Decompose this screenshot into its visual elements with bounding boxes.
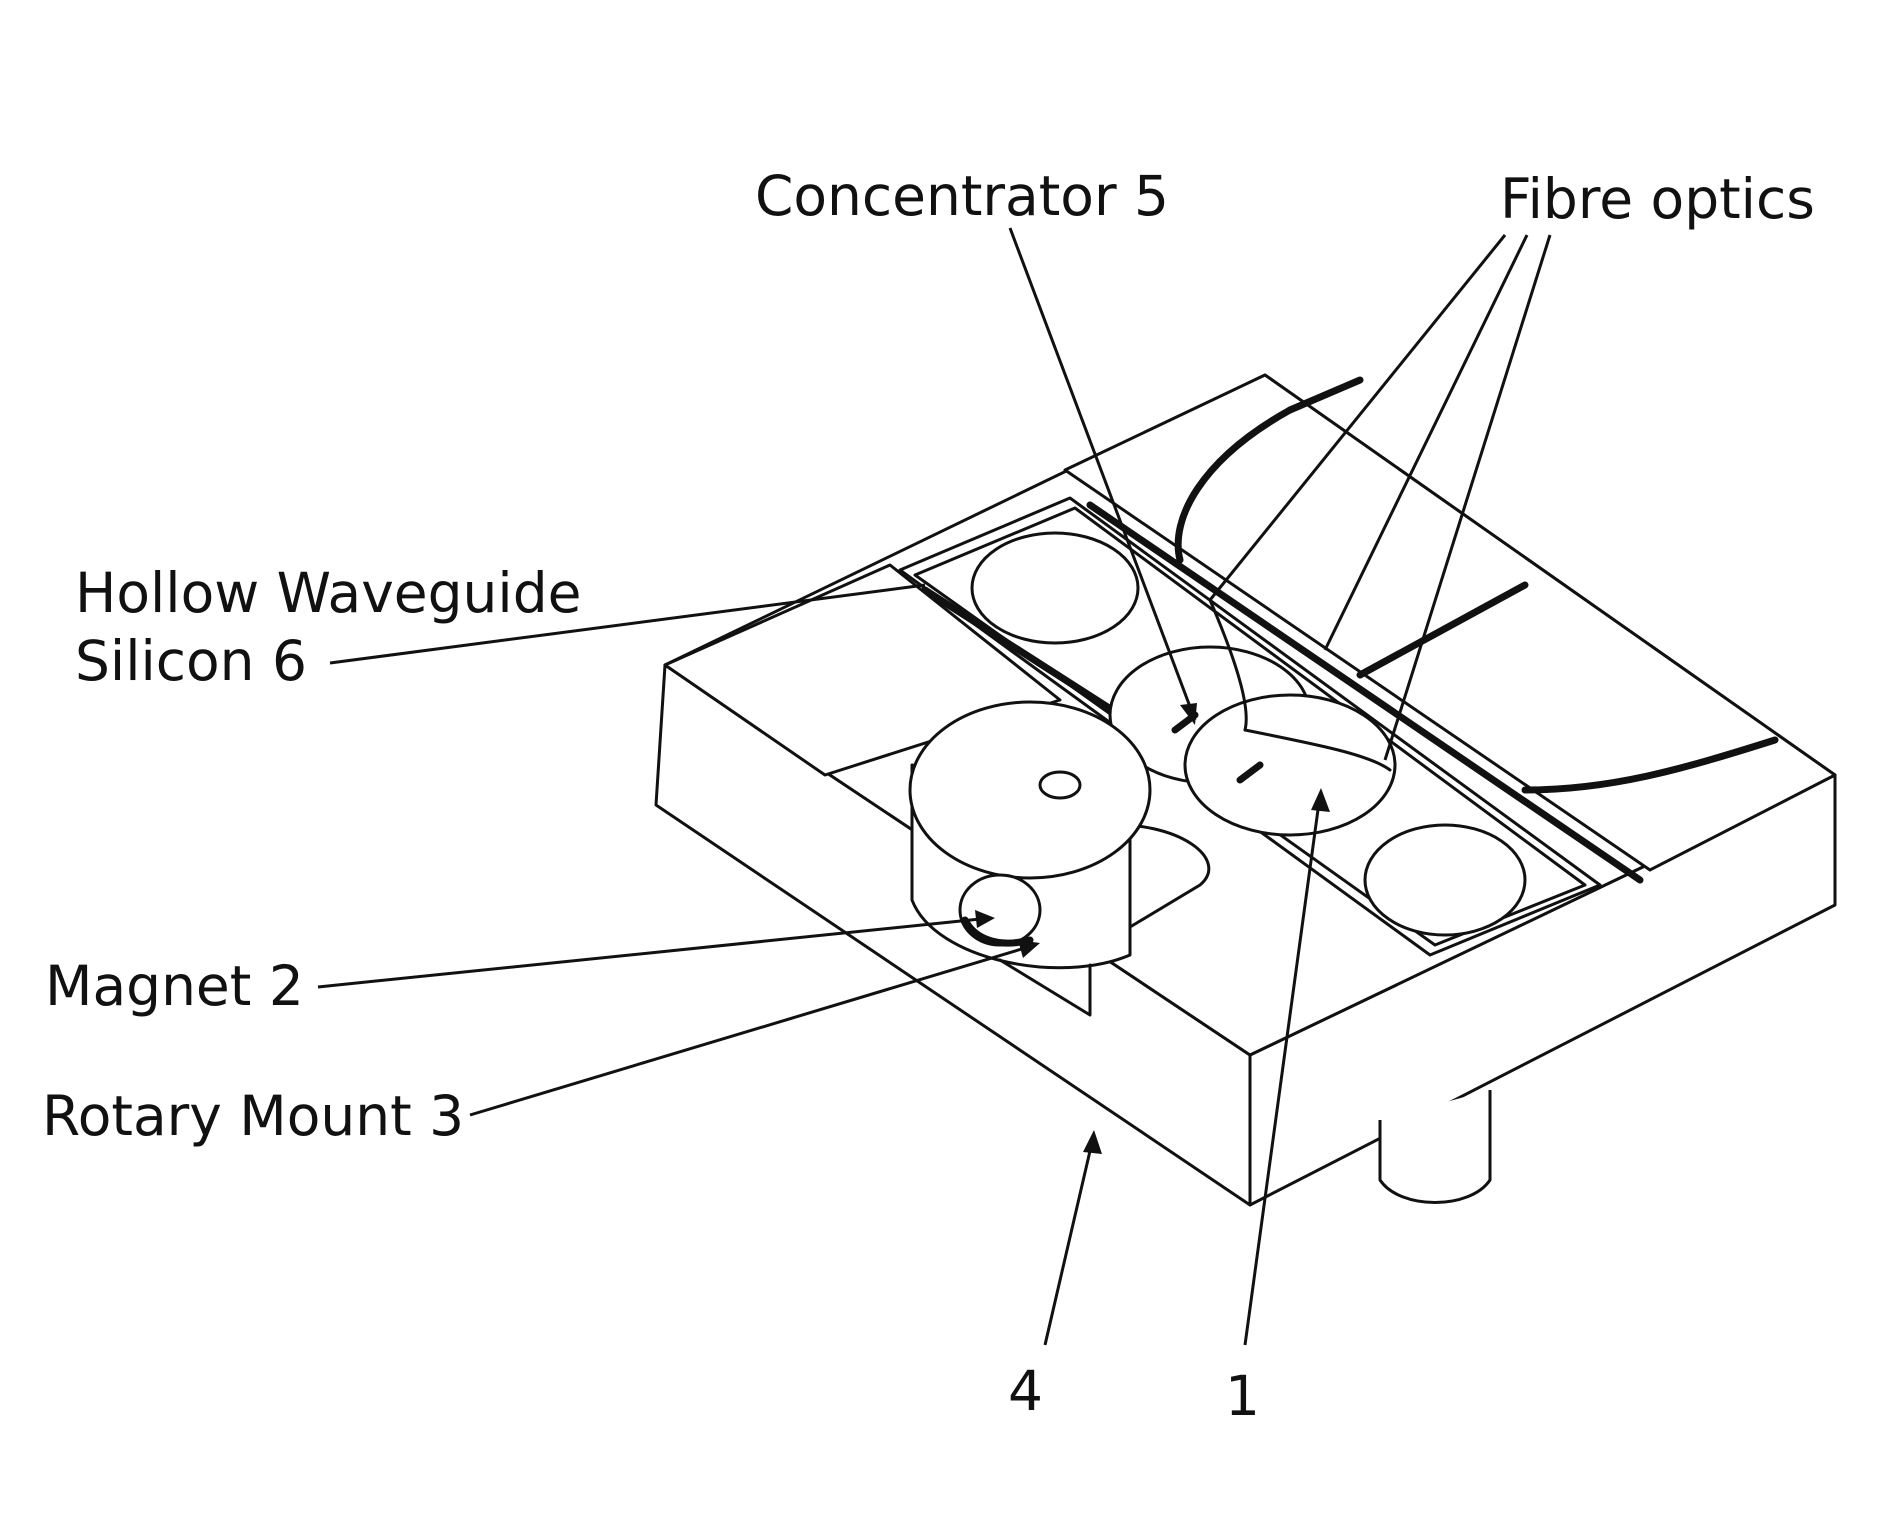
label-magnet: Magnet 2 [45,954,304,1018]
leader-ref-4 [1045,1138,1093,1345]
fibre-seam-back [1290,380,1360,410]
label-concentrator: Concentrator 5 [755,164,1169,228]
label-ref-4: 4 [1008,1359,1043,1423]
label-fibre-optics: Fibre optics [1500,167,1815,231]
label-ref-1: 1 [1225,1364,1260,1428]
arrow-ref-4 [1083,1130,1102,1154]
chamber-concentrator [1185,695,1395,835]
label-hollow-waveguide-line1: Hollow Waveguide [75,561,581,625]
leader-rotary-mount [470,945,1035,1115]
rotary-mount-top [910,702,1150,878]
chamber-back [972,533,1138,643]
label-rotary-mount: Rotary Mount 3 [42,1084,464,1148]
label-hollow-waveguide-line2: Silicon 6 [75,629,307,693]
device-body [656,375,1835,1205]
rotary-mount-hole [1040,772,1080,798]
chamber-front [1365,825,1525,935]
